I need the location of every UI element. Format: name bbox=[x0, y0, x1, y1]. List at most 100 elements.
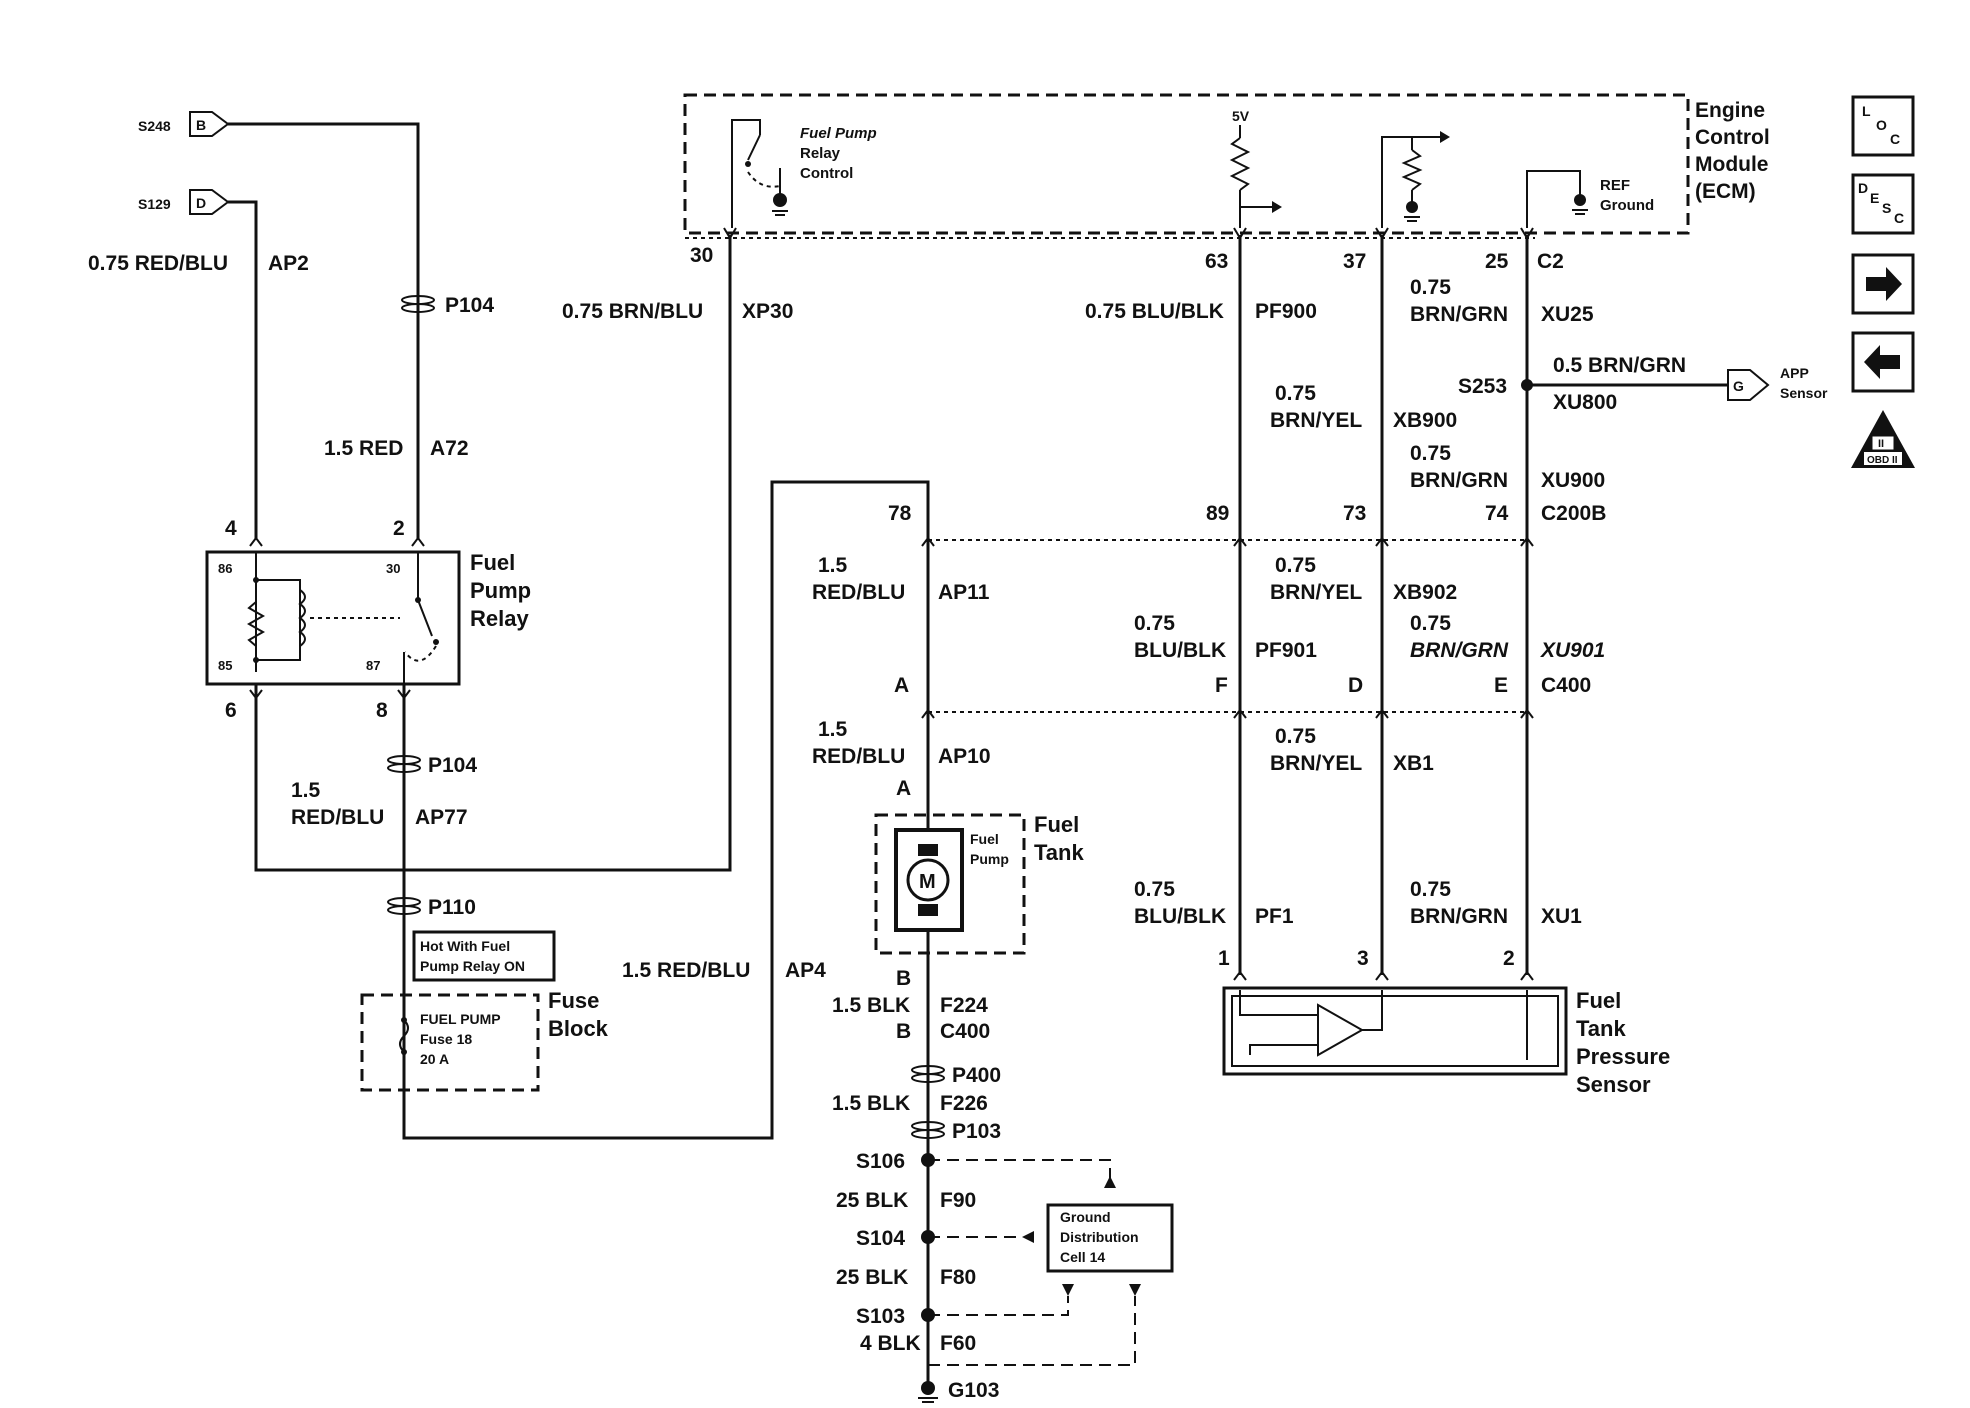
ecm-outline bbox=[683, 93, 1690, 235]
wire-xp30-id: XP30 bbox=[742, 300, 793, 323]
hot-with-relay-on-note: Hot With Fuel Pump Relay ON bbox=[412, 930, 556, 982]
wire-xu800-color: 0.5 BRN/GRN bbox=[1553, 354, 1686, 377]
wire-pf1-gauge: 0.75 bbox=[1134, 878, 1175, 901]
c400-pin-d: D bbox=[1348, 674, 1363, 697]
right-arrow-icon bbox=[1866, 267, 1902, 301]
wire-pf900-id: PF900 bbox=[1255, 300, 1317, 323]
ecm-pin-25: 25 bbox=[1485, 250, 1509, 273]
sensor-pin-1: 1 bbox=[1218, 947, 1230, 970]
relay-pin-2: 2 bbox=[393, 517, 405, 540]
ecm-label-line-1: Engine bbox=[1695, 99, 1765, 122]
wire-ap4-id: AP4 bbox=[785, 959, 826, 982]
fuse-label-3: 20 A bbox=[420, 1051, 449, 1067]
fuse-block-label-1: Fuse bbox=[548, 988, 599, 1013]
fuel-tank-label-1: Fuel bbox=[1034, 812, 1079, 837]
s248-reference: B S248 bbox=[138, 111, 420, 540]
wire-pf901-gauge: 0.75 bbox=[1134, 612, 1175, 635]
fuse-block-outline bbox=[360, 993, 540, 1092]
fuel-tank: M bbox=[874, 812, 1026, 955]
wire-f80-id: F80 bbox=[940, 1266, 976, 1289]
hot-with-label-2: Pump Relay ON bbox=[420, 958, 525, 974]
wire-f224-id: F224 bbox=[940, 994, 988, 1017]
wire-ap77-ap4 bbox=[402, 480, 930, 1140]
relay-outline bbox=[205, 550, 461, 686]
p110-connector bbox=[387, 897, 421, 915]
ecm-label-line-2: Control bbox=[1695, 126, 1770, 149]
pump-pin-b: B bbox=[896, 967, 911, 990]
wire-f60-id: F60 bbox=[940, 1332, 976, 1355]
relay-pin-87: 87 bbox=[366, 658, 380, 673]
ecm-label-line-4: (ECM) bbox=[1695, 180, 1756, 203]
ground-distribution: Ground Distribution Cell 14 bbox=[928, 1159, 1174, 1366]
pressure-sensor-label-4: Sensor bbox=[1576, 1072, 1651, 1097]
wire-f90-color: 25 BLK bbox=[836, 1189, 908, 1212]
connector-c400-b: C400 bbox=[940, 1020, 990, 1043]
connector-p110: P110 bbox=[428, 896, 476, 919]
wire-xu900-id: XU900 bbox=[1541, 469, 1605, 492]
left-arrow-icon bbox=[1864, 345, 1900, 379]
wire-xb902-id: XB902 bbox=[1393, 581, 1457, 604]
wire-xp30 bbox=[254, 235, 732, 872]
app-sensor-letter: G bbox=[1733, 378, 1744, 394]
location-button[interactable]: L O C bbox=[1851, 95, 1915, 157]
ground-distribution-box bbox=[1046, 1203, 1174, 1273]
wire-xp30-color: 0.75 BRN/BLU bbox=[562, 300, 703, 323]
desc-letter-d: D bbox=[1858, 180, 1868, 196]
next-page-button[interactable] bbox=[1851, 253, 1915, 315]
connector-p400: P400 bbox=[952, 1064, 1001, 1087]
relay-control-label-3: Control bbox=[800, 165, 853, 182]
fuel-tank-label-2: Tank bbox=[1034, 840, 1084, 865]
wire-f224-color: 1.5 BLK bbox=[832, 994, 910, 1017]
connector-g103: G103 bbox=[948, 1379, 999, 1402]
c400-pin-f: F bbox=[1215, 674, 1228, 697]
splice-s104: S104 bbox=[856, 1227, 905, 1250]
fuel-tank-pressure-sensor bbox=[1222, 986, 1568, 1076]
splice-s106: S106 bbox=[856, 1150, 905, 1173]
c200b-pin-78: 78 bbox=[888, 502, 912, 525]
wire-xb1-id: XB1 bbox=[1393, 752, 1434, 775]
s129-letter: D bbox=[196, 195, 206, 211]
desc-letter-s: S bbox=[1882, 200, 1891, 216]
desc-letter-c: C bbox=[1894, 210, 1904, 226]
s248-label: S248 bbox=[138, 118, 171, 134]
relay-pin-4: 4 bbox=[225, 517, 237, 540]
relay-label-1: Fuel bbox=[470, 550, 515, 575]
ecm-5v-label: 5V bbox=[1232, 108, 1250, 124]
wire-xu901-id: XU901 bbox=[1540, 639, 1605, 662]
wire-pf901-id: PF901 bbox=[1255, 639, 1317, 662]
connector-c400: C400 bbox=[1541, 674, 1591, 697]
desc-letter-e: E bbox=[1870, 190, 1879, 206]
relay-control-label-2: Relay bbox=[800, 145, 841, 162]
wire-pf901-color: BLU/BLK bbox=[1134, 639, 1226, 662]
fuse-label-1: FUEL PUMP bbox=[420, 1011, 501, 1027]
connector-p103: P103 bbox=[952, 1120, 1001, 1143]
wire-ap10-color: RED/BLU bbox=[812, 745, 905, 768]
p104-connector-top bbox=[401, 295, 435, 313]
relay-pin-8: 8 bbox=[376, 699, 388, 722]
splice-s253: S253 bbox=[1458, 375, 1507, 398]
p103-connector bbox=[911, 1121, 945, 1139]
ground-icon bbox=[773, 193, 787, 207]
wire-ap10-gauge: 1.5 bbox=[818, 718, 848, 741]
wire-xu25-color: BRN/GRN bbox=[1410, 303, 1508, 326]
pressure-sensor-label-1: Fuel bbox=[1576, 988, 1621, 1013]
p400-connector bbox=[911, 1065, 945, 1083]
ref-ground-label-1: REF bbox=[1600, 177, 1630, 194]
previous-page-button[interactable] bbox=[1851, 331, 1915, 393]
fuse-label-2: Fuse 18 bbox=[420, 1031, 472, 1047]
pressure-sensor-label-3: Pressure bbox=[1576, 1044, 1670, 1069]
description-button[interactable]: D E S C bbox=[1851, 173, 1915, 235]
wire-pf1-id: PF1 bbox=[1255, 905, 1294, 928]
fuel-tank-outline bbox=[874, 813, 1026, 955]
relay-pin-86: 86 bbox=[218, 561, 232, 576]
ecm-pin-63: 63 bbox=[1205, 250, 1228, 273]
wire-ap4-color: 1.5 RED/BLU bbox=[622, 959, 750, 982]
fuel-pump-label-2: Pump bbox=[970, 851, 1009, 867]
sensor-pin-3: 3 bbox=[1357, 947, 1369, 970]
s129-reference: D S129 bbox=[138, 189, 258, 540]
c200b-pin-74: 74 bbox=[1485, 502, 1509, 525]
obd-ii-button[interactable]: II OBD II bbox=[1851, 410, 1915, 468]
c200b-pin-89: 89 bbox=[1206, 502, 1229, 525]
wire-f80-color: 25 BLK bbox=[836, 1266, 908, 1289]
